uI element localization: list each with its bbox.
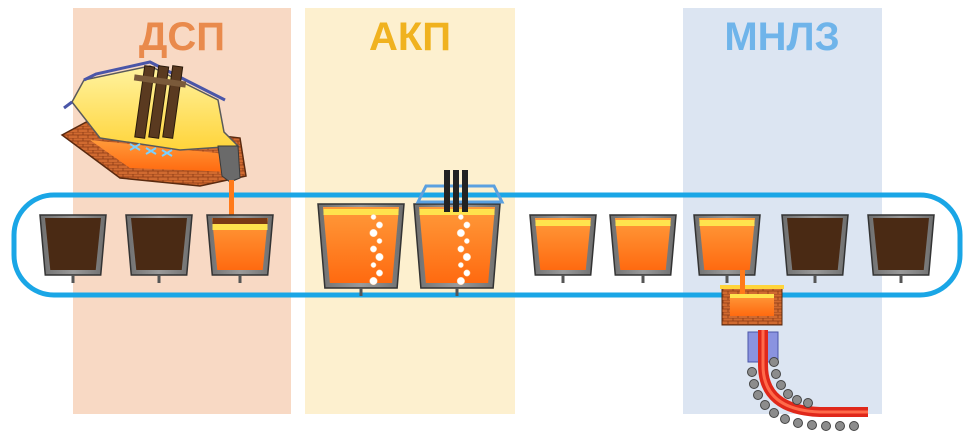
ladle-7 <box>609 214 677 283</box>
guide-roll <box>771 369 781 379</box>
ladle-5 <box>413 203 501 296</box>
ladle-furnace-lid <box>415 170 505 212</box>
guide-roll <box>821 421 831 431</box>
guide-roll <box>807 420 817 430</box>
guide-roll <box>769 357 779 367</box>
zone-label-mnlz: МНЛЗ <box>724 15 839 59</box>
ladle-4 <box>317 203 405 296</box>
guide-roll <box>760 400 770 410</box>
ladle-2 <box>125 214 193 283</box>
guide-roll <box>780 414 790 424</box>
guide-roll <box>783 389 793 399</box>
graphite-electrodes-icon <box>444 170 468 212</box>
guide-roll <box>849 421 859 431</box>
guide-roll <box>793 418 803 428</box>
ladle-9 <box>781 214 849 283</box>
ladle-shroud-stream <box>740 270 745 294</box>
ladle-3 <box>206 214 274 283</box>
ladle-8 <box>693 214 761 283</box>
zone-mnlz-background <box>683 8 882 414</box>
continuous-cast-strand-icon <box>758 330 868 417</box>
guide-roll <box>747 367 757 377</box>
guide-roll <box>835 421 845 431</box>
ladle-1 <box>39 214 107 283</box>
ladle-6 <box>529 214 597 283</box>
zone-label-akp: АКП <box>369 15 451 59</box>
guide-rolls <box>747 357 859 431</box>
zone-label-dsp: ДСП <box>139 15 225 59</box>
guide-roll <box>749 379 759 389</box>
graphite-electrodes-icon <box>133 65 187 139</box>
tundish-icon <box>720 285 784 326</box>
guide-roll <box>776 380 786 390</box>
guide-roll <box>792 395 802 405</box>
ladle-circulation-loop <box>11 192 963 298</box>
guide-roll <box>769 408 779 418</box>
electric-arc-furnace-icon <box>60 60 247 187</box>
ladle-10 <box>867 214 935 283</box>
guide-roll <box>753 390 763 400</box>
tapping-stream <box>229 180 234 226</box>
guide-roll <box>803 398 813 408</box>
